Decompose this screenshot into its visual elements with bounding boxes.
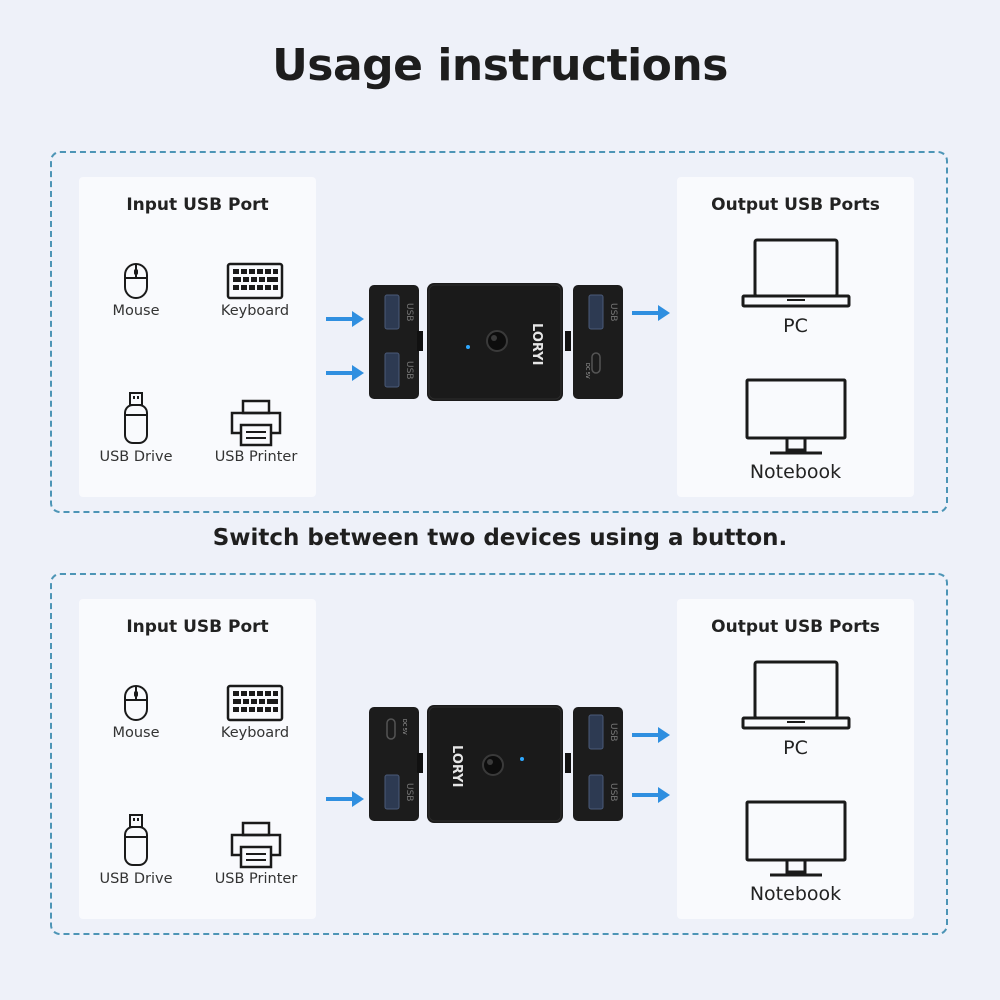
input-panel: Input USB Port Mouse Keyboard	[79, 177, 316, 497]
laptop-icon	[741, 238, 850, 308]
section-one-input-two-outputs: Input USB Port Mouse Keyboard	[50, 573, 948, 935]
mouse-label: Mouse	[112, 725, 160, 741]
port-label: USB	[608, 783, 618, 801]
input-panel-title: Input USB Port	[126, 617, 269, 637]
port-label: USB	[404, 783, 414, 801]
usb-printer-label: USB Printer	[214, 449, 298, 465]
page-subtitle: Switch between two devices using a butto…	[212, 525, 788, 551]
usb-drive-icon	[124, 814, 148, 866]
output-panel: Output USB Ports PC Notebook	[677, 599, 914, 919]
mouse-icon	[124, 263, 148, 299]
usb-drive-label: USB Drive	[99, 871, 173, 887]
laptop-icon	[741, 660, 850, 730]
usb-drive-device: USB Drive	[86, 813, 186, 887]
usb-drive-device: USB Drive	[86, 391, 186, 465]
notebook-device: Notebook	[677, 377, 914, 483]
notebook-label: Notebook	[749, 883, 842, 905]
pc-label: PC	[783, 737, 808, 759]
arrow-icon	[632, 787, 670, 803]
port-label: USB	[404, 303, 414, 321]
mouse-device: Mouse	[86, 261, 186, 319]
output-panel-title: Output USB Ports	[711, 195, 880, 215]
pc-label: PC	[783, 315, 808, 337]
usb-printer-device: USB Printer	[206, 821, 306, 887]
mouse-device: Mouse	[86, 683, 186, 741]
input-panel: Input USB Port Mouse Keyboard	[79, 599, 316, 919]
usb-drive-label: USB Drive	[99, 449, 173, 465]
monitor-icon	[745, 378, 846, 455]
notebook-label: Notebook	[749, 461, 842, 483]
input-panel-title: Input USB Port	[126, 195, 269, 215]
pc-device: PC	[677, 659, 914, 759]
port-label: USB	[608, 303, 618, 321]
keyboard-icon	[226, 262, 284, 300]
arrow-icon	[632, 727, 670, 743]
brand-logo: LORYI	[529, 323, 544, 365]
output-panel: Output USB Ports PC Notebook	[677, 177, 914, 497]
port-label: USB	[608, 723, 618, 741]
keyboard-device: Keyboard	[205, 683, 305, 741]
output-panel-title: Output USB Ports	[711, 617, 880, 637]
usb-drive-icon	[124, 392, 148, 444]
usb-printer-label: USB Printer	[214, 871, 298, 887]
pc-device: PC	[677, 237, 914, 337]
usb-printer-device: USB Printer	[206, 399, 306, 465]
keyboard-icon	[226, 684, 284, 722]
mouse-label: Mouse	[112, 303, 160, 319]
page-title: Usage instructions	[272, 40, 728, 91]
arrow-icon	[326, 791, 364, 807]
brand-logo: LORYI	[449, 745, 464, 787]
keyboard-label: Keyboard	[220, 303, 290, 319]
usb-switch-hub: DC 5V USB LORYI USB USB	[369, 705, 623, 823]
printer-icon	[230, 821, 282, 869]
printer-icon	[230, 399, 282, 447]
port-label: USB	[404, 361, 414, 379]
power-label: DC 5V	[584, 363, 590, 379]
keyboard-device: Keyboard	[205, 261, 305, 319]
keyboard-label: Keyboard	[220, 725, 290, 741]
monitor-icon	[745, 800, 846, 877]
arrow-icon	[326, 311, 364, 327]
section-two-inputs-one-output: Input USB Port Mouse Keyboard	[50, 151, 948, 513]
arrow-icon	[632, 305, 670, 321]
usb-switch-hub: USB USB LORYI USB DC 5V	[369, 283, 623, 401]
notebook-device: Notebook	[677, 799, 914, 905]
mouse-icon	[124, 685, 148, 721]
arrow-icon	[326, 365, 364, 381]
power-label: DC 5V	[401, 719, 407, 735]
